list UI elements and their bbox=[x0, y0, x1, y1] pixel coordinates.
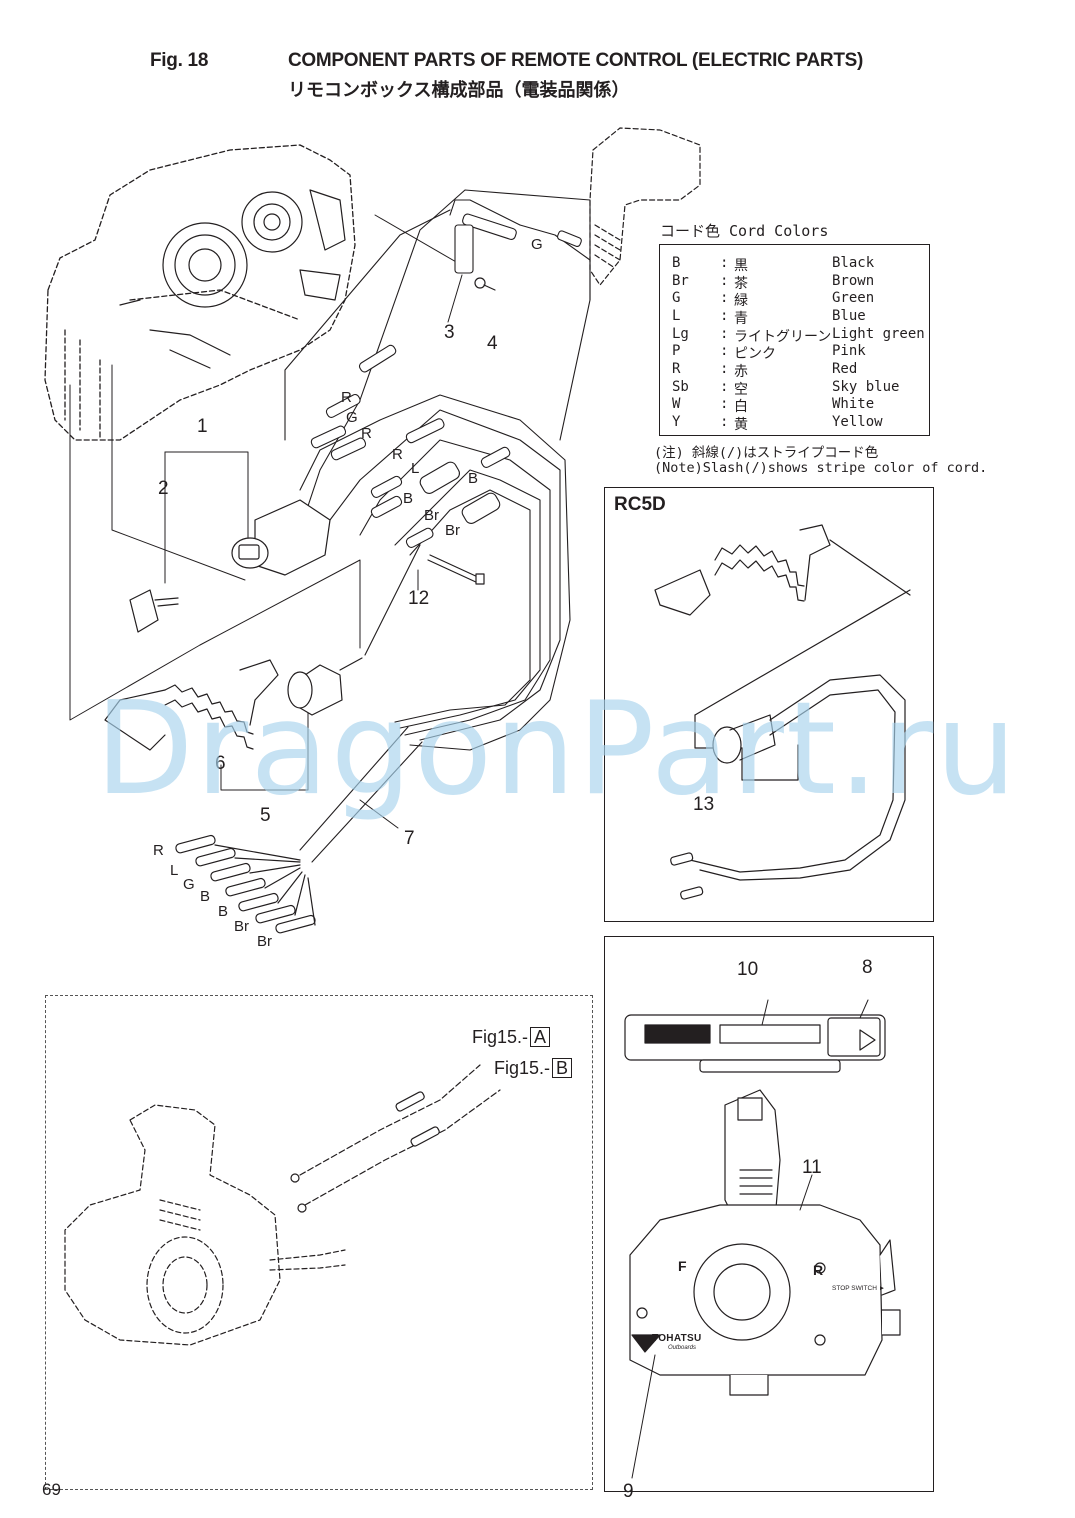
wire-label: Br bbox=[445, 522, 460, 539]
wire-label: Br bbox=[234, 918, 249, 935]
stop-switch-lanyard-part-5 bbox=[287, 657, 363, 716]
part-number-7: 7 bbox=[404, 828, 415, 849]
part-number-12: 12 bbox=[408, 588, 430, 609]
wire-label: R bbox=[341, 389, 352, 406]
part-number-11: 11 bbox=[802, 1157, 822, 1178]
wire-label: Br bbox=[424, 507, 439, 524]
wire-label: G bbox=[346, 409, 358, 426]
legend-note-english: (Note)Slash(/)shows stripe color of cord… bbox=[654, 460, 988, 476]
wire-label: L bbox=[411, 460, 420, 477]
wire-harness bbox=[284, 189, 591, 863]
wire-label: R bbox=[361, 425, 372, 442]
control-box-panel bbox=[604, 936, 934, 1492]
key-switch-part-1 bbox=[231, 499, 331, 576]
part-number-9: 9 bbox=[623, 1481, 634, 1502]
neutral-lock-bar-part-10 bbox=[624, 1014, 886, 1073]
screw-part-4 bbox=[474, 277, 496, 291]
figure-reference-b-text: Fig15.- bbox=[494, 1058, 551, 1078]
rc5d-lanyard-part-13 bbox=[654, 524, 911, 900]
instruction-label-part-9 bbox=[631, 1334, 661, 1353]
wire-label: R bbox=[153, 842, 164, 859]
figure-reference-a-text: Fig15.- bbox=[472, 1027, 529, 1047]
rc5d-label: RC5D bbox=[614, 494, 666, 515]
key-part-2 bbox=[129, 589, 179, 633]
rc5d-panel bbox=[604, 487, 934, 922]
part-number-4: 4 bbox=[487, 333, 498, 354]
lanyard-coil-part-6 bbox=[104, 659, 279, 751]
alternate-remote-dashed-box bbox=[45, 995, 593, 1490]
remote-control-housing bbox=[44, 144, 356, 441]
figure-reference-b: Fig15.-B bbox=[494, 1058, 573, 1079]
page-title-english: COMPONENT PARTS OF REMOTE CONTROL (ELECT… bbox=[288, 50, 864, 71]
part-number-5: 5 bbox=[260, 805, 271, 826]
brand-label: TOHATSU bbox=[652, 1333, 702, 1344]
forward-mark: F bbox=[678, 1258, 687, 1274]
part-number-13: 13 bbox=[693, 794, 715, 815]
leader-part-11 bbox=[799, 1174, 813, 1211]
wire-label: L bbox=[170, 862, 179, 879]
reverse-mark: R bbox=[813, 1262, 824, 1278]
page-number: 69 bbox=[42, 1480, 61, 1499]
legend-note-japanese: (注) 斜線(/)はストライプコード色 bbox=[654, 445, 879, 461]
wire-label: G bbox=[183, 876, 195, 893]
leader-lines bbox=[69, 214, 471, 791]
cable-tie-part-12 bbox=[427, 554, 485, 585]
wire-connectors bbox=[310, 213, 582, 548]
figure-reference-a-box: A bbox=[530, 1027, 551, 1047]
cord-color-legend-title: コード色 Cord Colors bbox=[660, 222, 829, 240]
wire-label: B bbox=[468, 470, 479, 487]
alternate-remote-control bbox=[64, 1104, 346, 1346]
figure-number: Fig. 18 bbox=[150, 50, 209, 71]
wire-label: Br bbox=[257, 933, 272, 950]
wire-label: B bbox=[218, 903, 229, 920]
wire-label: B bbox=[403, 490, 414, 507]
watermark: DragonPart.ru bbox=[95, 675, 1019, 824]
wire-label: R bbox=[392, 446, 403, 463]
part-number-2: 2 bbox=[158, 478, 169, 499]
brand-sub-label: Outboards bbox=[668, 1345, 697, 1351]
part-number-1: 1 bbox=[197, 416, 208, 437]
page-title-japanese: リモコンボックス構成部品（電装品関係） bbox=[288, 80, 630, 101]
figure-reference-a: Fig15.-A bbox=[472, 1027, 551, 1048]
control-lever-part-11 bbox=[629, 1089, 901, 1396]
part-number-10: 10 bbox=[737, 959, 759, 980]
leader-part-8 bbox=[859, 999, 869, 1019]
wire-label: B bbox=[200, 888, 211, 905]
stop-switch-label: STOP SWITCH ► bbox=[832, 1285, 886, 1292]
part-number-3: 3 bbox=[444, 322, 455, 343]
harness-end-connectors bbox=[175, 834, 316, 934]
part-number-8: 8 bbox=[862, 957, 873, 978]
figure-reference-b-box: B bbox=[552, 1058, 573, 1078]
wire-label: G bbox=[531, 236, 543, 253]
leader-part-10 bbox=[761, 999, 769, 1026]
part-number-6: 6 bbox=[215, 753, 226, 774]
control-cable-ends bbox=[290, 1064, 501, 1213]
leader-part-9 bbox=[631, 1354, 656, 1479]
housing-detail bbox=[119, 189, 346, 369]
